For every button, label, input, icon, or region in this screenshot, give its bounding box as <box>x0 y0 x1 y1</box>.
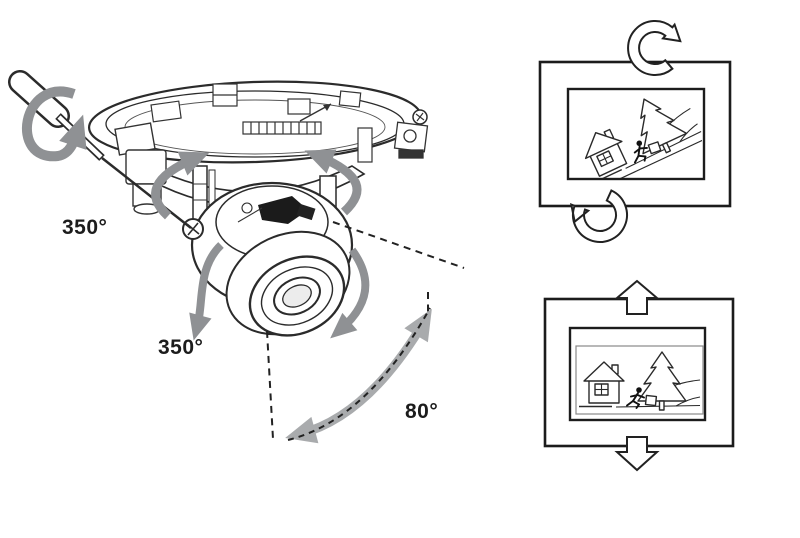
dashed-arc-double-arrow-icon <box>285 308 432 444</box>
flip-view-panel <box>543 279 735 472</box>
upright-scene <box>575 345 704 415</box>
hollow-arrow-up-icon <box>614 279 660 315</box>
tilt-angle-indicator <box>266 221 465 444</box>
curved-arrow-up-right-icon <box>151 151 210 220</box>
curved-arrow-up-left-icon <box>304 149 362 216</box>
camera-illustration <box>8 70 465 444</box>
curved-arrow-down-icon <box>189 242 224 341</box>
rotate-view-panel <box>538 20 732 243</box>
lens-rotation-label: 350° <box>158 336 204 359</box>
circular-arrow-clockwise-icon <box>627 20 682 76</box>
pan-rotation-arrows <box>151 149 362 220</box>
hollow-arrow-down-icon <box>614 436 660 472</box>
pan-rotation-label: 350° <box>62 216 108 239</box>
circular-arrow-counterclockwise-icon <box>569 189 628 243</box>
camera-module <box>182 165 354 337</box>
rotation-swirl-arrow-icon <box>21 86 87 162</box>
tilted-scene <box>569 90 702 178</box>
tilt-range-label: 80° <box>405 400 439 423</box>
